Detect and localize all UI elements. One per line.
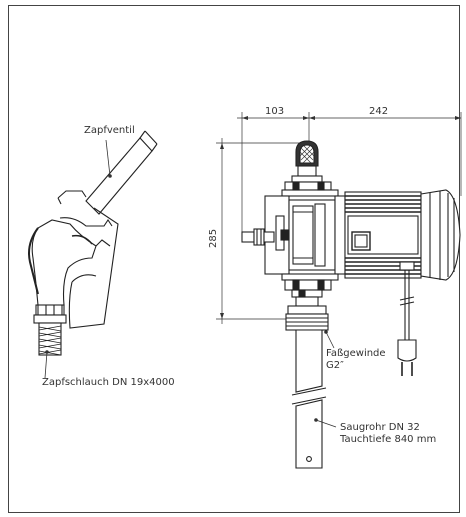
pump-housing (264, 195, 336, 275)
dimension-width-left: 103 (265, 106, 284, 117)
nozzle-illustration (28, 130, 158, 356)
dimension-height: 285 (208, 229, 219, 248)
thread-leader-dot (324, 330, 328, 334)
dimension-lines (216, 112, 462, 324)
thread-leader (325, 331, 335, 349)
hose-leader-dot (45, 350, 49, 354)
motor (334, 189, 461, 281)
pump-handle (291, 140, 323, 183)
side-knob (241, 228, 275, 246)
label-hose: Zapfschlauch DN 19x4000 (42, 377, 175, 388)
power-cable (397, 261, 417, 376)
nozzle-leader (105, 139, 111, 177)
suction-leader (315, 419, 337, 428)
label-suction-line2: Tauchtiefe 840 mm (339, 434, 436, 445)
pump-lower-flange (281, 273, 339, 307)
label-thread-line1: Faßgewinde (326, 348, 386, 359)
label-nozzle: Zapfventil (84, 125, 135, 136)
suction-tube-upper (295, 329, 323, 393)
dimension-width-right: 242 (369, 106, 388, 117)
nozzle-leader-dot (108, 174, 112, 178)
hose-stub-hatch (38, 325, 62, 356)
tube-break (291, 387, 327, 405)
label-thread-line2: G2″ (326, 360, 344, 371)
pump-upper-flange (281, 181, 339, 197)
suction-tube-lower (295, 399, 323, 469)
frame-border (8, 5, 460, 513)
suction-leader-dot (314, 418, 318, 422)
label-suction-line1: Saugrohr DN 32 (340, 422, 420, 433)
barrel-thread (285, 305, 329, 331)
dimension-arrows (220, 116, 461, 319)
hose-leader (44, 351, 48, 379)
